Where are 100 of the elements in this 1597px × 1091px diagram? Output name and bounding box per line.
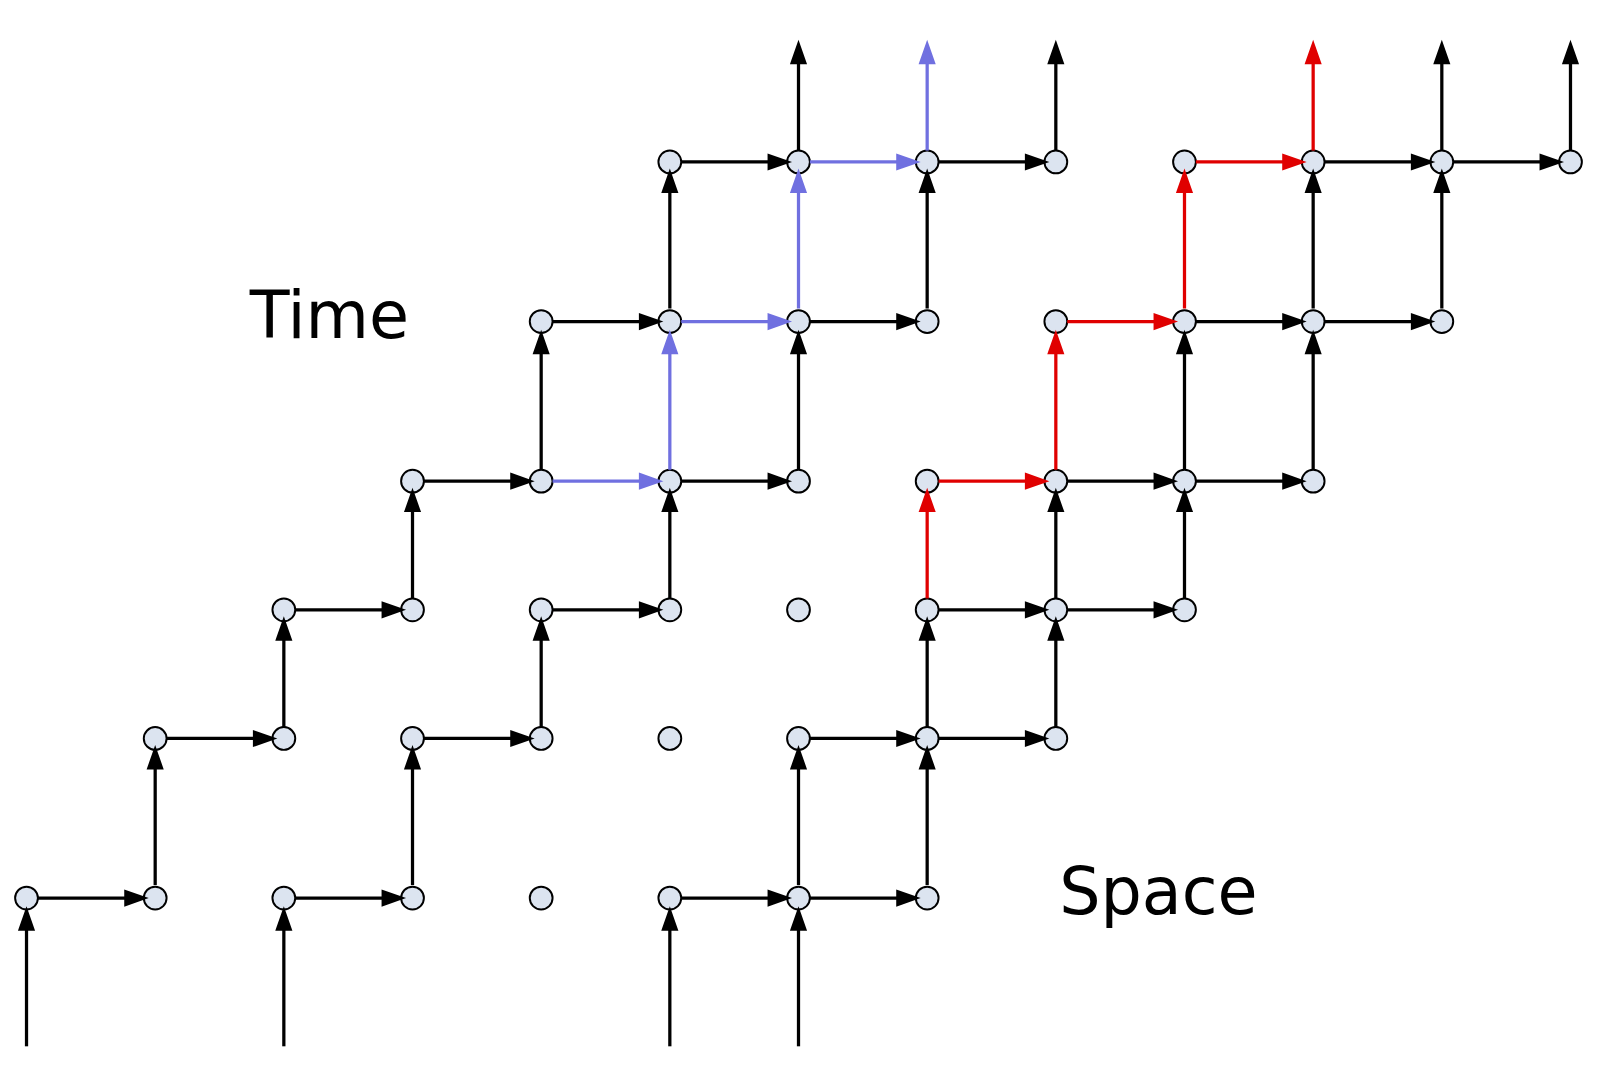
arrow — [938, 601, 1050, 619]
arrow — [809, 313, 921, 331]
arrow — [918, 39, 936, 151]
node-circle — [1172, 468, 1197, 494]
arrow — [661, 906, 679, 1047]
arrow — [1304, 39, 1322, 151]
node-circle — [1300, 468, 1326, 494]
arrow — [1047, 616, 1065, 728]
node-circle — [657, 468, 683, 494]
arrow — [918, 616, 936, 728]
arrow — [166, 729, 278, 748]
node-circle — [657, 309, 683, 334]
node-circle — [786, 149, 811, 175]
arrow — [403, 487, 422, 599]
arrow — [938, 472, 1050, 490]
arrow — [1175, 329, 1194, 470]
node-circle — [400, 885, 425, 911]
arrow — [403, 744, 422, 886]
node-circle — [1043, 149, 1069, 175]
node-circle — [914, 309, 940, 334]
node-circle — [400, 726, 425, 751]
arrow — [661, 487, 679, 599]
node-circle — [657, 149, 683, 175]
arrow — [681, 472, 793, 490]
node-circle — [1043, 726, 1069, 751]
node-circle — [1429, 309, 1455, 334]
node-circle — [1043, 468, 1069, 494]
node-circle — [1429, 149, 1455, 175]
node-circle — [786, 597, 811, 623]
arrow — [146, 744, 164, 886]
node-circle — [14, 885, 39, 911]
arrow — [1047, 487, 1065, 599]
arrow — [661, 329, 679, 470]
arrow — [1175, 487, 1194, 599]
arrow — [789, 168, 808, 309]
node-circle — [1043, 309, 1069, 334]
arrow — [789, 329, 808, 470]
node-circle — [786, 468, 811, 494]
node-circle — [914, 597, 940, 623]
arrow — [295, 601, 407, 619]
arrow — [37, 889, 149, 907]
node-circle — [271, 726, 297, 751]
label: Space — [1059, 854, 1258, 930]
arrow — [295, 889, 407, 907]
node-circle — [271, 885, 297, 911]
arrow — [661, 168, 679, 309]
node-circle — [528, 309, 554, 334]
node-circle — [142, 726, 168, 751]
arrow — [809, 889, 921, 907]
arrow — [938, 153, 1050, 171]
node-circle — [657, 597, 683, 623]
arrow — [1304, 168, 1322, 309]
arrow — [1047, 329, 1065, 470]
arrow — [1324, 313, 1436, 331]
node-circle — [400, 468, 425, 494]
node-circle — [528, 726, 554, 751]
node-circle — [142, 885, 168, 911]
arrow — [1175, 168, 1194, 309]
node-circle — [657, 885, 683, 911]
node-circle — [1300, 149, 1326, 175]
label: Time — [249, 277, 410, 353]
arrow — [1195, 153, 1307, 171]
arrow — [532, 616, 550, 728]
arrow — [275, 906, 293, 1047]
arrow — [532, 329, 550, 470]
node-circle — [1300, 309, 1326, 334]
arrow — [809, 153, 921, 171]
arrow — [1433, 168, 1451, 309]
node-circle — [1172, 149, 1197, 175]
node-circle — [1172, 309, 1197, 334]
node-circle — [914, 149, 940, 175]
arrow — [918, 487, 936, 599]
node-circle — [914, 726, 940, 751]
arrow — [1047, 39, 1065, 151]
arrow — [938, 729, 1050, 748]
node-circle — [786, 309, 811, 334]
node-circle — [400, 597, 425, 623]
arrow — [789, 39, 808, 151]
arrow — [918, 744, 936, 886]
arrow — [789, 906, 808, 1047]
arrow — [1324, 153, 1436, 171]
arrow — [552, 472, 664, 490]
node-circle — [657, 726, 683, 751]
node-circle — [1558, 149, 1583, 175]
arrow — [681, 313, 793, 331]
arrow — [1561, 39, 1580, 151]
node-circle — [528, 468, 554, 494]
node-circle — [1172, 597, 1197, 623]
arrow — [1067, 601, 1179, 619]
node-circle — [914, 468, 940, 494]
arrow — [275, 616, 293, 728]
arrow — [1067, 472, 1179, 490]
arrow — [1195, 313, 1307, 331]
node-circle — [1043, 597, 1069, 623]
node-circle — [528, 885, 554, 911]
arrow — [423, 729, 535, 748]
arrow — [552, 313, 664, 331]
node-circle — [786, 885, 811, 911]
node-circle — [528, 597, 554, 623]
arrow — [809, 729, 921, 748]
